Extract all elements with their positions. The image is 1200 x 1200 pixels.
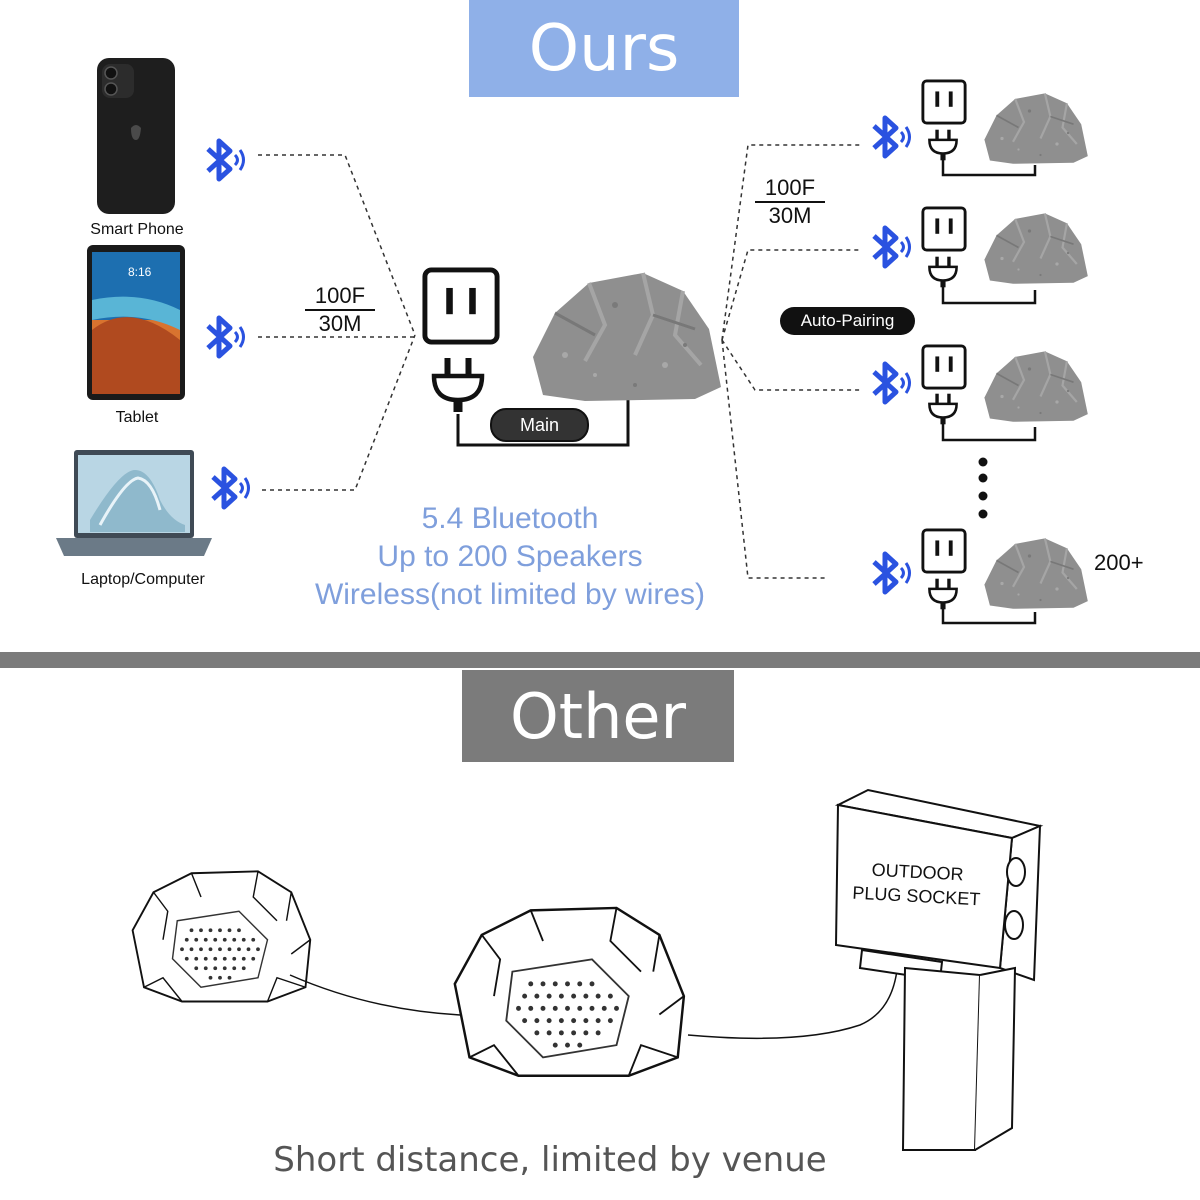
speaker-count-label: 200+ <box>1094 550 1144 575</box>
outdoor-socket-sketch <box>834 788 1044 1151</box>
power-outlet-icon <box>921 79 967 125</box>
speaker-row-3 <box>874 344 1090 442</box>
feature-item: Up to 200 Speakers <box>377 540 643 573</box>
device-label-tablet: Tablet <box>115 409 159 426</box>
bluetooth-icon <box>874 554 910 592</box>
section-divider <box>0 652 1200 668</box>
power-plug-icon <box>928 128 958 162</box>
power-outlet-icon <box>425 270 497 342</box>
rock-speaker-icon <box>453 906 686 1078</box>
outdoor-socket-label: OUTDOOR PLUG SOCKET <box>841 856 993 912</box>
device-label-phone: Smart Phone <box>90 221 184 238</box>
feature-list: 5.4 Bluetooth Up to 200 Speakers Wireles… <box>280 500 740 614</box>
power-outlet-icon <box>921 344 967 390</box>
connector-lines-left <box>258 154 416 491</box>
feature-item: Wireless(not limited by wires) <box>314 578 706 611</box>
bluetooth-icon <box>874 364 910 402</box>
power-plug-icon <box>928 392 958 426</box>
speaker-row-1 <box>874 79 1090 177</box>
bluetooth-icon <box>874 118 910 156</box>
connector-lines-right <box>721 144 860 579</box>
svg-text:8:16: 8:16 <box>128 265 152 279</box>
distance-numerator: 100F <box>755 175 825 203</box>
auto-pairing-badge: Auto-Pairing <box>780 307 915 335</box>
distance-denominator: 30M <box>768 203 812 228</box>
bluetooth-icon <box>208 141 244 179</box>
power-plug-icon <box>928 577 958 611</box>
ellipsis-dots <box>978 457 988 519</box>
power-outlet-icon <box>921 528 967 574</box>
distance-denominator: 30M <box>318 311 362 336</box>
rock-speaker-icon <box>533 273 721 401</box>
ours-banner: Ours <box>469 0 739 97</box>
distance-label-right: 100F 30M <box>755 175 825 229</box>
main-speaker-badge: Main <box>490 408 589 442</box>
power-plug-icon <box>928 255 958 289</box>
power-outlet-icon <box>921 206 967 252</box>
bluetooth-icon <box>874 228 910 266</box>
tablet-icon: 8:16 <box>87 245 185 400</box>
bluetooth-icon <box>208 318 244 356</box>
power-plug-icon <box>434 358 482 412</box>
feature-item: 5.4 Bluetooth <box>421 502 599 535</box>
rock-speaker-icon <box>983 350 1090 424</box>
bluetooth-icon <box>213 469 249 507</box>
laptop-icon <box>56 450 212 556</box>
main-cable <box>456 400 630 447</box>
rock-speaker-icon <box>983 537 1090 611</box>
speaker-row-4 <box>874 528 1090 625</box>
wired-speaker-sketch <box>131 870 899 1078</box>
speaker-row-2 <box>874 206 1090 305</box>
bottom-caption: Short distance, limited by venue <box>273 1140 827 1180</box>
other-banner: Other <box>462 670 734 762</box>
distance-numerator: 100F <box>305 283 375 311</box>
rock-speaker-icon <box>983 212 1090 286</box>
rock-speaker-icon <box>983 92 1090 166</box>
rock-speaker-icon <box>131 870 312 1003</box>
distance-label-left: 100F 30M <box>305 283 375 337</box>
device-label-laptop: Laptop/Computer <box>81 571 205 588</box>
smartphone-icon <box>97 58 175 214</box>
